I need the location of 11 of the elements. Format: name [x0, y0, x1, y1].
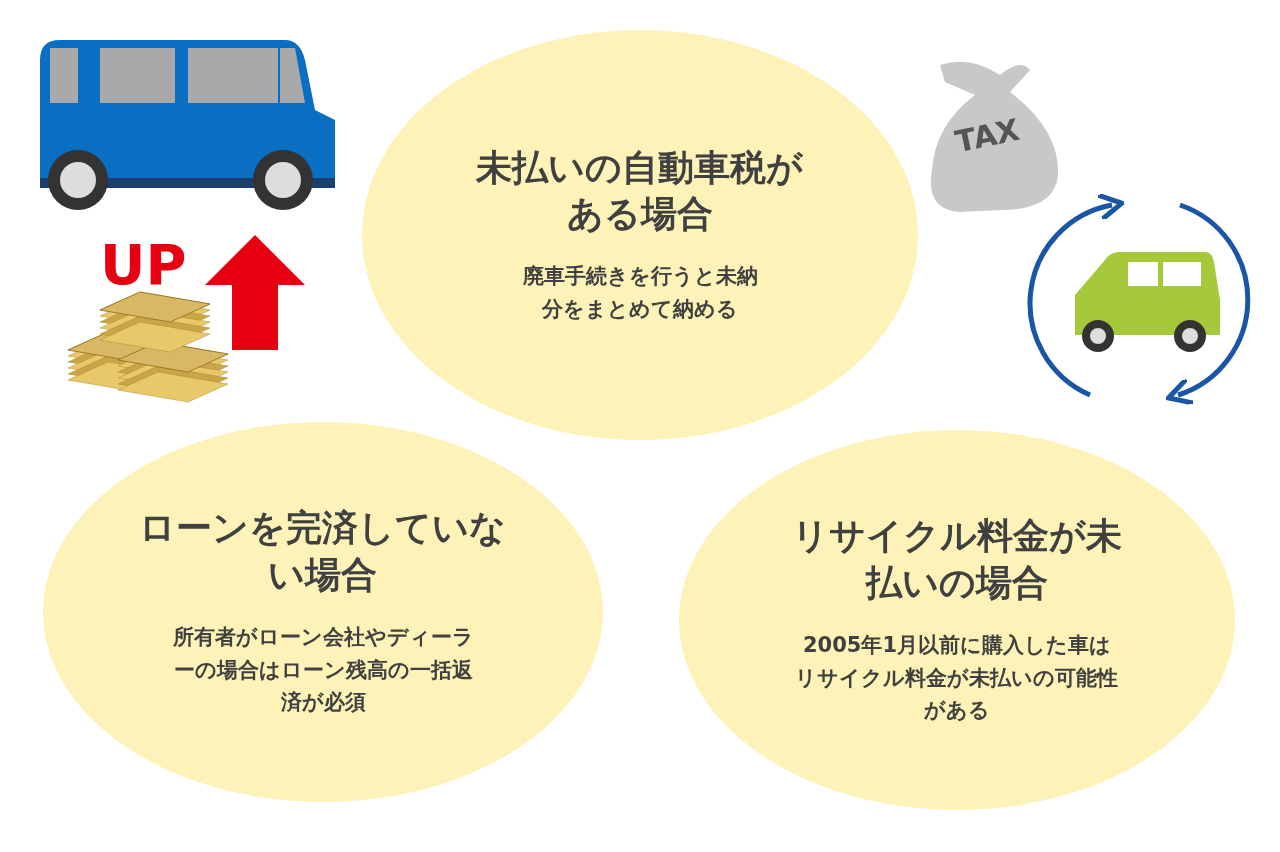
bag-label: TAX	[952, 111, 1023, 160]
ellipse-bubble	[362, 30, 918, 440]
heading: リサイクル料金が未払いの場合	[791, 514, 1123, 606]
ellipse-bubble	[43, 422, 603, 802]
description: 廃車手続きを行うと未納分をまとめて納める	[522, 263, 758, 323]
ellipse-bubble	[679, 430, 1235, 810]
heading: ローンを完済していない場合	[138, 506, 508, 598]
description: 2005年1月以前に購入した車はリサイクル料金が未払いの可能性がある	[795, 631, 1119, 725]
up-label: UP	[100, 232, 187, 297]
description: 所有者がローン会社やディーラーの場合はローン残高の一括返済が必須	[171, 623, 475, 717]
heading: 未払いの自動車税がある場合	[475, 145, 805, 237]
